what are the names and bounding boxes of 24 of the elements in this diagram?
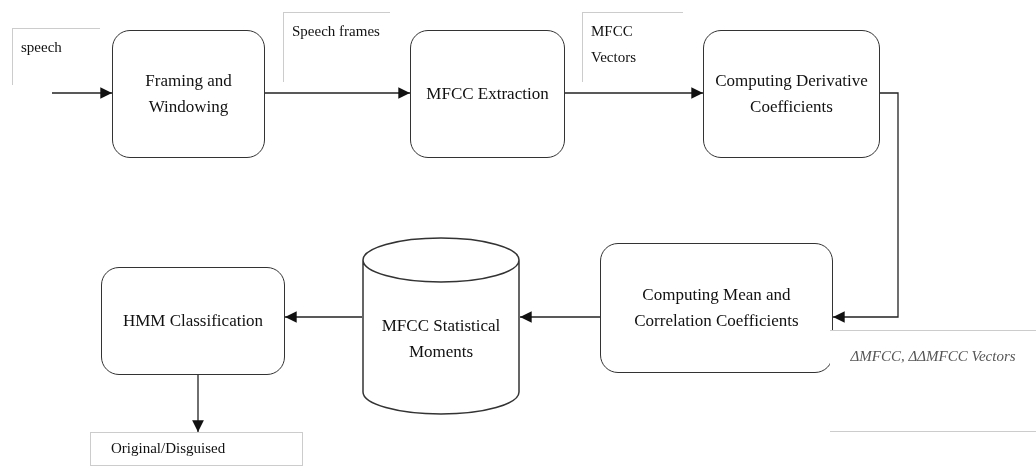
arrow: [51, 87, 113, 99]
box-label: Original/Disguised: [110, 439, 227, 459]
arrow: [519, 311, 601, 323]
box-label: Computing Mean and Correlation Coefficients: [633, 283, 800, 332]
box-label: MFCC Extraction: [425, 82, 550, 105]
edge-label: speech: [12, 28, 100, 85]
box-label: Computing Derivative Coefficients: [714, 69, 869, 118]
edge-label: Speech frames: [283, 12, 390, 82]
process-box: [101, 267, 285, 375]
process-box: [112, 30, 265, 158]
arrow: [192, 374, 204, 433]
process-box: [410, 30, 565, 158]
output-box: [90, 432, 303, 466]
arrow: [564, 87, 704, 99]
edge-label: MFCC Vectors: [582, 12, 683, 82]
arrow: [264, 87, 411, 99]
edge-label: ΔMFCC, ΔΔMFCC Vectors: [830, 330, 1036, 432]
box-label: Framing and Windowing: [144, 69, 233, 118]
arrow: [832, 92, 899, 323]
process-box: [703, 30, 880, 158]
process-box: [600, 243, 833, 373]
box-label: HMM Classification: [121, 309, 265, 332]
box-label: MFCC Statistical Moments: [380, 314, 502, 363]
arrow: [284, 311, 363, 323]
